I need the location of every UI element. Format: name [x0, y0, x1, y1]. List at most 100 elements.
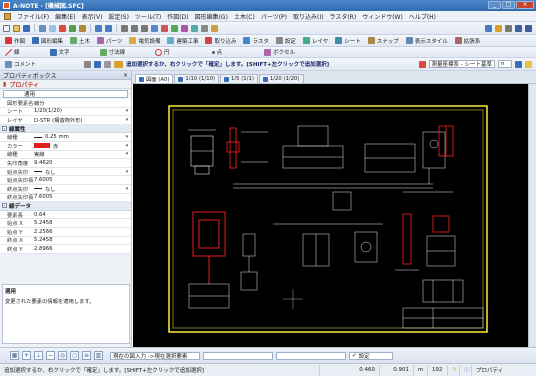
tb-civil[interactable]: 土木: [68, 37, 92, 45]
tool-line[interactable]: 線: [3, 48, 22, 56]
tb-style[interactable]: 表示スタイル: [404, 37, 450, 45]
menu-raster[interactable]: ラスタ(R): [329, 13, 357, 21]
tb-shape-edit[interactable]: 図形編集: [30, 37, 65, 45]
options-icon[interactable]: [201, 24, 208, 32]
tab-sheet-1-10[interactable]: 1/10 (1/10): [174, 74, 220, 83]
tool-dimension[interactable]: 寸法線: [98, 48, 128, 56]
minimize-button[interactable]: _: [488, 1, 501, 9]
menu-parts[interactable]: パーツ(P): [260, 13, 287, 21]
tb-building[interactable]: 建築工事: [165, 37, 200, 45]
chevron-down-icon[interactable]: ▾: [125, 134, 129, 141]
print-icon[interactable]: [39, 24, 46, 32]
collapse-icon[interactable]: -: [2, 203, 7, 209]
tool-circle[interactable]: 円: [153, 48, 172, 56]
secondary-select[interactable]: [203, 351, 273, 360]
tb-sheet[interactable]: シート: [333, 37, 363, 45]
snap-icon[interactable]: [161, 24, 168, 32]
select-icon[interactable]: [84, 60, 92, 68]
tb-extensions[interactable]: 拡張系: [453, 37, 483, 45]
tool-text[interactable]: 文字: [48, 48, 72, 56]
tb-snap[interactable]: スナップ: [366, 37, 401, 45]
new-file-icon[interactable]: [3, 24, 10, 32]
zoom-in-icon[interactable]: [121, 24, 128, 32]
tb-draw[interactable]: 作図: [3, 37, 27, 45]
tab-sheet-a0[interactable]: 図面 (A0): [135, 74, 174, 83]
prop-row[interactable]: 線種実線▾: [0, 150, 131, 160]
comment-button[interactable]: コメント: [3, 60, 38, 68]
chevron-down-icon[interactable]: ▾: [125, 151, 129, 158]
tb-layer[interactable]: レイヤ: [301, 37, 330, 45]
snap-toggle-icon[interactable]: +: [22, 351, 31, 360]
help-icon[interactable]: [211, 24, 218, 32]
property-selector[interactable]: 通用: [3, 90, 128, 98]
dropdown-icon[interactable]: [515, 60, 522, 68]
target-icon[interactable]: ◎: [58, 351, 67, 360]
redo-icon[interactable]: [105, 24, 112, 32]
table-icon[interactable]: ▥: [94, 351, 103, 360]
pick-icon[interactable]: [94, 60, 102, 68]
menu-tools[interactable]: ツール(T): [134, 13, 162, 21]
chevron-down-icon[interactable]: ▾: [125, 116, 129, 123]
menu-view[interactable]: 表示(V): [81, 13, 103, 21]
menu-window[interactable]: ウィンドウ(W): [362, 13, 403, 21]
coordinate-system-select[interactable]: 測量座標系 - シート基準: [428, 60, 495, 68]
copy-icon[interactable]: [69, 24, 76, 32]
maximize-doc-icon[interactable]: [525, 24, 532, 32]
zoom-fit-icon[interactable]: [141, 24, 148, 32]
tb-import[interactable]: 取り込み: [203, 37, 238, 45]
tab-sheet-1-20[interactable]: 1/20 (1/20): [258, 74, 304, 83]
menu-import[interactable]: 取り込み(I): [293, 13, 324, 21]
grid-toggle-icon[interactable]: ▦: [10, 351, 19, 360]
tb-electric[interactable]: 電気設備: [127, 37, 162, 45]
menu-edit[interactable]: 編集(E): [55, 13, 76, 21]
tab-sheet-1-5[interactable]: 1/5 (1/1): [220, 74, 258, 83]
menu-file[interactable]: ファイル(F): [17, 13, 50, 21]
menu-shape-edit[interactable]: 図形編集(G): [194, 13, 228, 21]
settings-select[interactable]: ✔設定: [349, 351, 393, 360]
layout-icon[interactable]: [515, 24, 522, 32]
prop-row[interactable]: 始点矢印なし▾: [0, 167, 131, 177]
close-button[interactable]: ×: [516, 1, 534, 9]
prop-row[interactable]: 図形要素名線分: [0, 99, 131, 108]
layer-icon[interactable]: [181, 24, 188, 32]
info-icon[interactable]: [485, 24, 492, 32]
zoom-out-icon[interactable]: [131, 24, 138, 32]
lines-icon[interactable]: ≡: [82, 351, 91, 360]
undo-icon[interactable]: [95, 24, 102, 32]
redraw-icon[interactable]: [151, 24, 158, 32]
pen-icon[interactable]: [495, 24, 502, 32]
chevron-down-icon[interactable]: ▾: [125, 108, 129, 115]
chevron-down-icon[interactable]: ▾: [125, 168, 129, 175]
ortho-toggle-icon[interactable]: ⊥: [34, 351, 43, 360]
minus-icon[interactable]: −: [46, 351, 55, 360]
category-line-attributes[interactable]: -線属性: [0, 124, 131, 134]
vertical-scrollbar[interactable]: [528, 84, 536, 347]
chevron-down-icon[interactable]: ▾: [125, 185, 129, 192]
grid-icon[interactable]: [171, 24, 178, 32]
filter-icon[interactable]: [104, 60, 112, 68]
property-panel-close[interactable]: ×: [122, 71, 128, 79]
tool-point[interactable]: 点: [210, 48, 225, 56]
tool-voxel[interactable]: ボクセル: [262, 48, 297, 56]
maximize-button[interactable]: □: [502, 1, 515, 9]
preview-icon[interactable]: [49, 24, 56, 32]
input-mode-select[interactable]: 現在の図入力 ->現在選択要素: [110, 351, 200, 360]
coordinate-value-select[interactable]: n: [498, 60, 512, 68]
paste-icon[interactable]: [79, 24, 86, 32]
tb-raster[interactable]: ラスタ: [241, 37, 270, 45]
circle-toggle-icon[interactable]: ○: [70, 351, 79, 360]
chevron-down-icon[interactable]: ▾: [125, 142, 129, 149]
tb-settings[interactable]: 設定: [274, 37, 298, 45]
prop-row[interactable]: カラー赤▾: [0, 141, 131, 151]
drawing-canvas[interactable]: [133, 84, 536, 347]
